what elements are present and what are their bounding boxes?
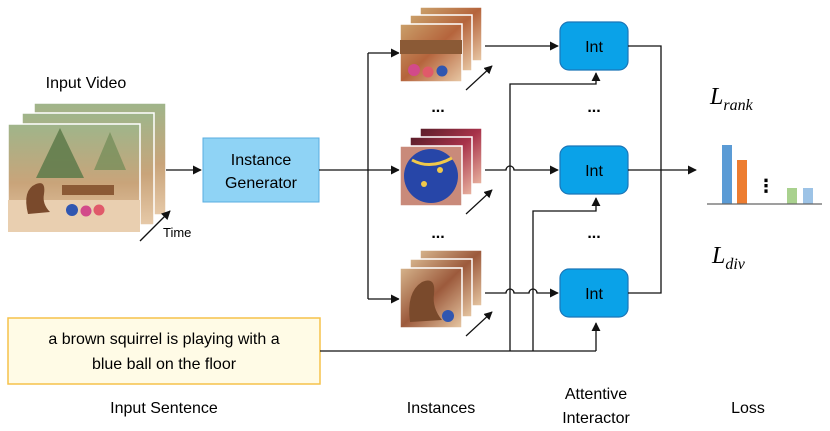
- int-block-middle: Int: [559, 145, 629, 195]
- instance-generator-label-line2: Generator: [225, 175, 298, 192]
- loss-caption: Loss: [731, 400, 765, 417]
- loss-bar-ellipsis: ⋮: [757, 176, 775, 196]
- input-video-label: Input Video: [46, 75, 127, 92]
- instance-stack-bottom: [399, 249, 493, 337]
- int-bot-output-line: [628, 170, 662, 294]
- loss-rank-label: Lrank: [709, 84, 754, 114]
- loss-bar-lightblue: [803, 188, 813, 204]
- instance-to-int-mid-arrow: [485, 165, 559, 175]
- video-frame-front: [7, 123, 141, 233]
- loss-bar-green: [787, 188, 797, 204]
- input-sentence-caption: Input Sentence: [110, 400, 218, 417]
- instance-generator-block: Instance Generator: [202, 137, 320, 203]
- svg-text:Int: Int: [585, 39, 603, 56]
- input-sentence-box: a brown squirrel is playing with a blue …: [7, 317, 321, 385]
- instance-stack-middle: [399, 127, 493, 215]
- instance-generator-label-line1: Instance: [231, 152, 292, 169]
- video-frames-stack: [7, 102, 167, 233]
- svg-text:Int: Int: [585, 286, 603, 303]
- instance-stack-top: [399, 6, 493, 91]
- int-block-top: Int: [559, 21, 629, 71]
- input-sentence-line2: blue ball on the floor: [92, 356, 237, 373]
- loss-bar-orange: [737, 160, 747, 204]
- attentive-interactor-caption-line1: Attentive: [565, 386, 627, 403]
- instance-to-int-bot-arrow: [485, 288, 559, 298]
- int-block-bottom: Int: [559, 268, 629, 318]
- instances-ellipsis-upper: ...: [431, 99, 444, 116]
- loss-bar-chart: ⋮: [707, 145, 822, 205]
- time-arrow: [139, 210, 171, 242]
- attentive-interactor-caption-line2: Interactor: [562, 410, 630, 427]
- sentence-to-int-top: [509, 72, 601, 351]
- svg-text:Int: Int: [585, 163, 603, 180]
- input-sentence-line1: a brown squirrel is playing with a: [48, 331, 279, 348]
- loss-div-label: Ldiv: [711, 243, 746, 273]
- int-ellipsis-lower: ...: [587, 225, 600, 242]
- sentence-to-int-mid: [532, 197, 601, 351]
- int-top-output-line: [628, 45, 662, 170]
- instances-caption: Instances: [407, 400, 475, 417]
- time-label: Time: [163, 225, 191, 240]
- instances-ellipsis-lower: ...: [431, 225, 444, 242]
- int-ellipsis-upper: ...: [587, 99, 600, 116]
- loss-bar-blue: [722, 145, 732, 204]
